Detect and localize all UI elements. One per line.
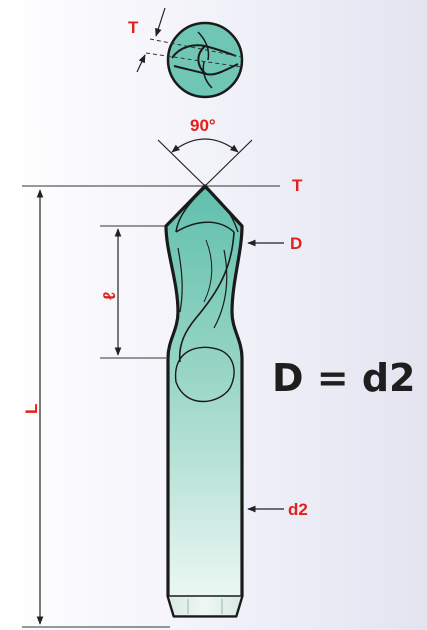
flute-length-dimension: ℓ xyxy=(100,225,166,359)
tip-label: T xyxy=(292,176,303,195)
angle-label: 90° xyxy=(190,116,216,135)
tip-thickness-dimension: T xyxy=(128,7,166,73)
shank-diameter-callout: d2 xyxy=(247,500,308,519)
diameter-callout: D xyxy=(247,234,302,253)
shank-diameter-label: d2 xyxy=(288,500,308,519)
tip-end-view xyxy=(145,21,244,99)
formula-text: D = d2 xyxy=(272,356,415,400)
overall-length-label: L xyxy=(22,404,41,414)
drill-body xyxy=(164,184,244,618)
overall-length-dimension: L xyxy=(22,189,170,628)
point-angle-dimension: 90° xyxy=(157,116,253,187)
diameter-label: D xyxy=(290,234,302,253)
flute-length-label: ℓ xyxy=(100,292,119,300)
tip-thickness-label: T xyxy=(128,18,139,37)
